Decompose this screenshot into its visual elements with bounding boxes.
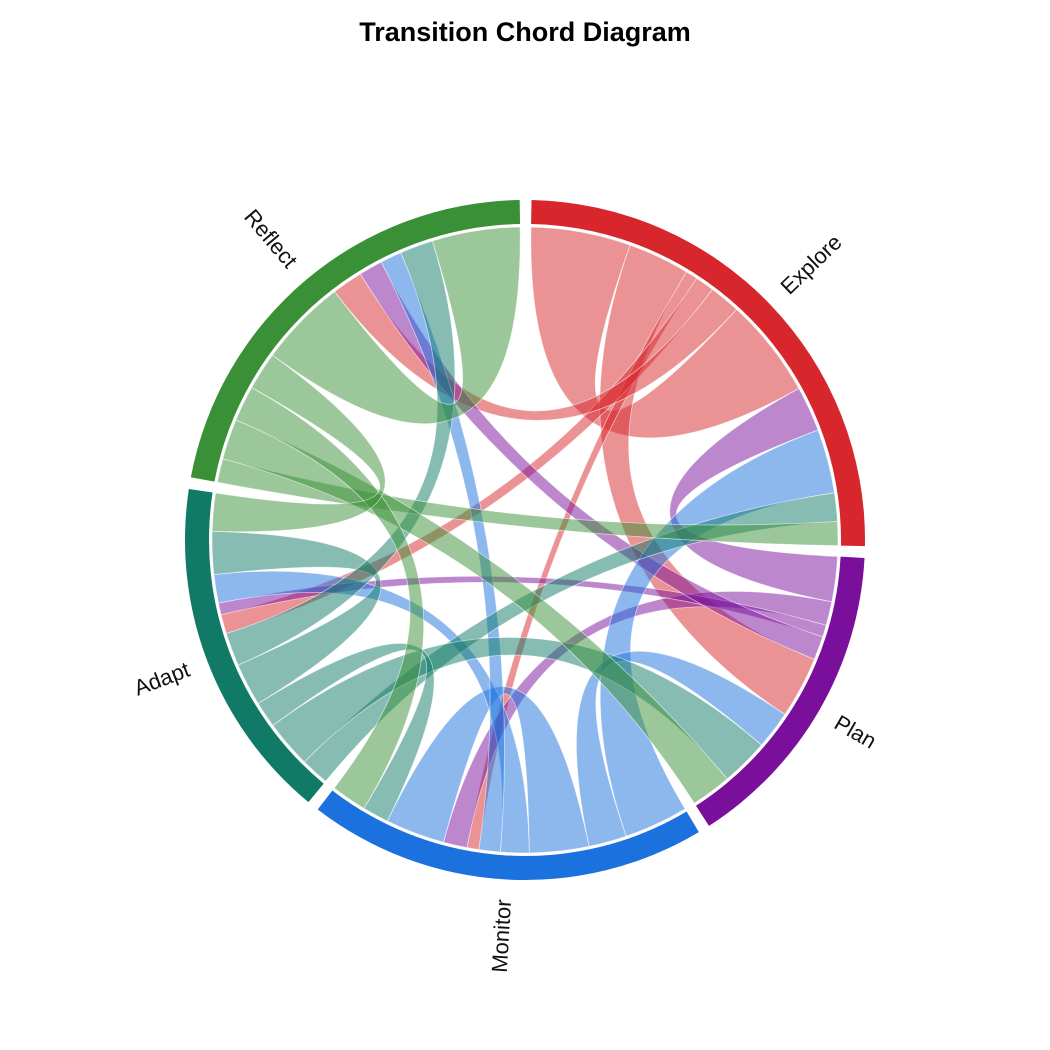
- chart-title: Transition Chord Diagram: [359, 17, 691, 47]
- arc-adapt[interactable]: [185, 488, 324, 803]
- arc-monitor[interactable]: [317, 790, 699, 880]
- label-reflect: Reflect: [239, 204, 302, 272]
- ribbon-adapt-to-plan[interactable]: [272, 636, 763, 780]
- ribbon-reflect-to-reflect[interactable]: [271, 226, 521, 424]
- label-explore: Explore: [776, 229, 847, 299]
- ribbon-monitor-to-explore[interactable]: [599, 429, 835, 837]
- arc-explore[interactable]: [531, 200, 866, 547]
- label-adapt: Adapt: [131, 657, 194, 701]
- label-monitor: Monitor: [487, 899, 516, 974]
- ribbons-group: [211, 226, 839, 854]
- ribbon-adapt-to-adapt[interactable]: [211, 530, 382, 704]
- arc-reflect[interactable]: [190, 200, 521, 482]
- arcs-group: [185, 200, 866, 880]
- ribbon-monitor-to-monitor[interactable]: [386, 686, 590, 854]
- label-plan: Plan: [830, 710, 881, 754]
- arc-plan[interactable]: [695, 556, 865, 826]
- ribbon-adapt-to-reflect[interactable]: [225, 240, 456, 666]
- ribbon-reflect-to-adapt[interactable]: [211, 354, 386, 533]
- ribbon-reflect-to-monitor[interactable]: [235, 386, 425, 809]
